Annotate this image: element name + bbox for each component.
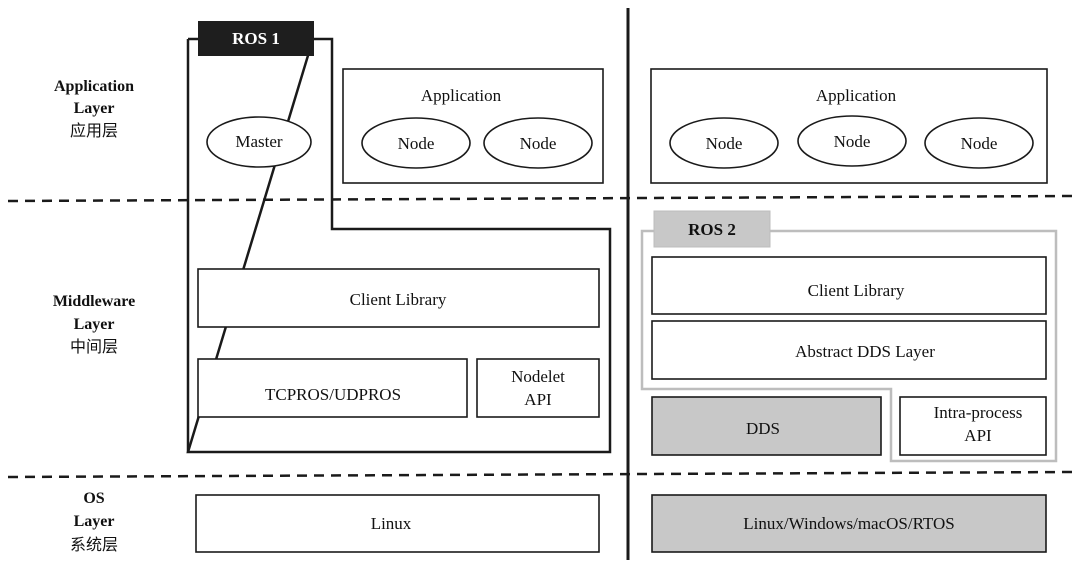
- ros1-client-library: Client Library: [197, 268, 600, 328]
- divider-middleware-os: [7, 470, 1073, 479]
- svg-text:API: API: [964, 426, 992, 445]
- svg-text:Layer: Layer: [74, 100, 115, 117]
- ros1-node-1: Node: [361, 117, 471, 169]
- svg-text:Master: Master: [235, 132, 283, 151]
- divider-app-middleware: [7, 194, 1073, 203]
- ros1-master-node: Master: [206, 116, 312, 168]
- ros2-client-library: Client Library: [651, 256, 1047, 315]
- svg-text:DDS: DDS: [746, 419, 780, 438]
- svg-text:Client Library: Client Library: [808, 281, 905, 300]
- svg-text:TCPROS/UDPROS: TCPROS/UDPROS: [265, 385, 401, 404]
- ros1-node-2: Node: [483, 117, 593, 169]
- svg-text:应用层: 应用层: [70, 121, 118, 140]
- svg-text:Layer: Layer: [74, 513, 115, 530]
- ros2-node-1: Node: [669, 117, 779, 169]
- svg-text:Layer: Layer: [74, 316, 115, 333]
- ros2-node-3: Node: [924, 117, 1034, 169]
- svg-text:Node: Node: [706, 134, 743, 153]
- ros2-tag: ROS 2: [653, 210, 771, 248]
- svg-text:API: API: [524, 390, 552, 409]
- svg-text:Node: Node: [834, 132, 871, 151]
- svg-text:ROS 2: ROS 2: [688, 220, 736, 239]
- svg-text:Application: Application: [54, 78, 134, 95]
- ros2-outline: [640, 229, 1058, 463]
- svg-text:Node: Node: [520, 134, 557, 153]
- svg-text:ROS 1: ROS 1: [232, 29, 280, 48]
- ros2-dds: DDS: [651, 396, 882, 456]
- svg-text:Linux/Windows/macOS/RTOS: Linux/Windows/macOS/RTOS: [743, 514, 954, 533]
- ros2-os: Linux/Windows/macOS/RTOS: [651, 494, 1047, 553]
- svg-text:Middleware: Middleware: [53, 293, 135, 310]
- ros1-nodelet-api: Nodelet API: [476, 358, 600, 418]
- svg-text:Application: Application: [816, 86, 897, 105]
- ros1-tag: ROS 1: [198, 21, 314, 56]
- svg-text:Application: Application: [421, 86, 502, 105]
- svg-text:Intra-process: Intra-process: [934, 403, 1023, 422]
- layer-label-application: Application Layer 应用层: [54, 78, 134, 140]
- svg-text:系统层: 系统层: [70, 535, 118, 554]
- svg-text:Client Library: Client Library: [350, 290, 447, 309]
- ros2-node-2: Node: [797, 115, 907, 167]
- ros2-abstract-dds-layer: Abstract DDS Layer: [651, 320, 1047, 380]
- svg-text:Nodelet: Nodelet: [511, 367, 565, 386]
- layer-label-middleware: Middleware Layer 中间层: [53, 293, 135, 356]
- svg-text:Node: Node: [398, 134, 435, 153]
- layer-label-os: OS Layer 系统层: [70, 490, 118, 554]
- ros1-os-linux: Linux: [195, 494, 600, 553]
- svg-text:Node: Node: [961, 134, 998, 153]
- svg-text:Abstract DDS Layer: Abstract DDS Layer: [795, 342, 935, 361]
- ros1-tcpros-udpros: TCPROS/UDPROS: [197, 358, 468, 418]
- svg-text:Linux: Linux: [371, 514, 412, 533]
- svg-text:中间层: 中间层: [70, 337, 118, 356]
- ros2-intra-process-api: Intra-process API: [899, 396, 1047, 456]
- svg-text:OS: OS: [83, 490, 104, 507]
